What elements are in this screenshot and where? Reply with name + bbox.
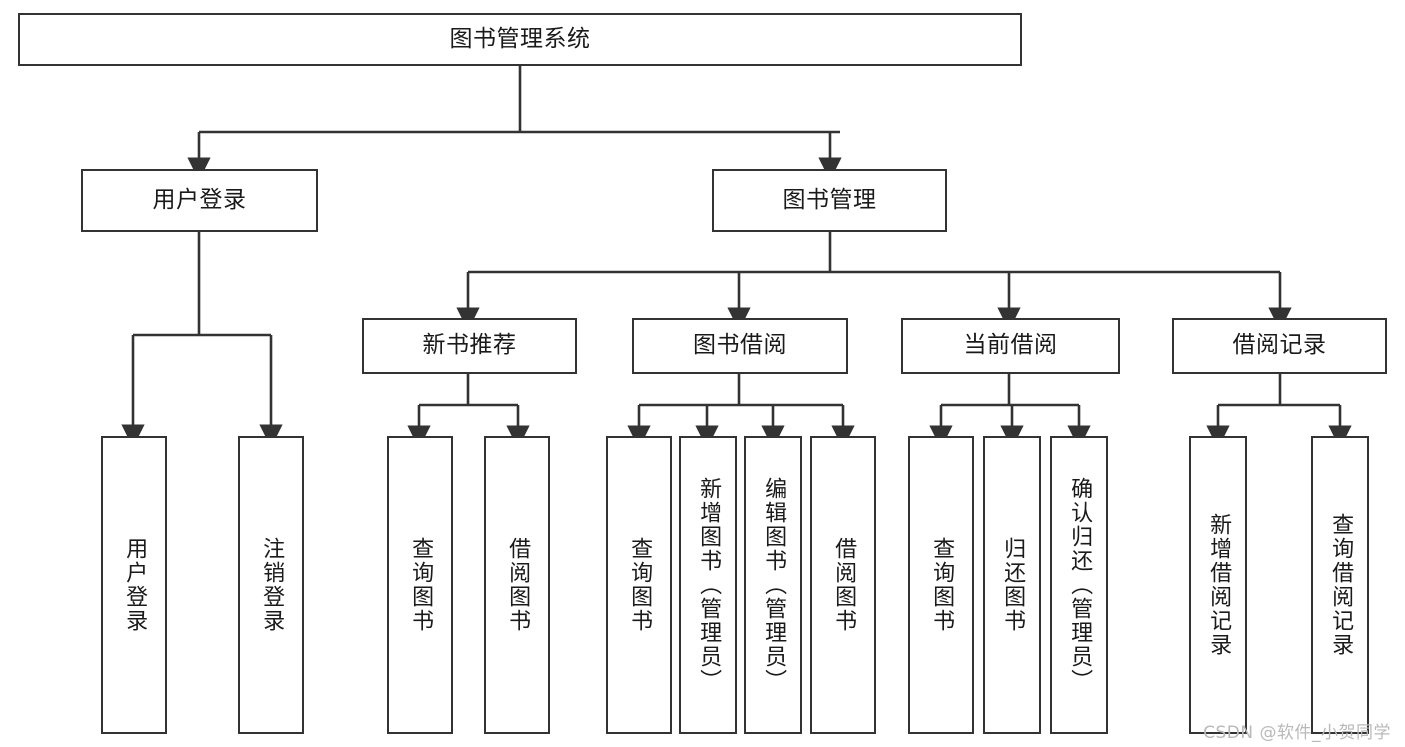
leaf-borrow-book-label: 借阅图书 <box>831 537 857 633</box>
leaf-return-book[interactable]: 归还图书 <box>983 436 1041 734</box>
leaf-logout-label: 注销登录 <box>259 537 285 633</box>
leaf-query-book-borrow[interactable]: 查询图书 <box>606 436 672 734</box>
node-user-login-label: 用户登录 <box>152 186 247 213</box>
node-new-book-recommend[interactable]: 新书推荐 <box>362 318 577 374</box>
node-book-management-label: 图书管理 <box>782 186 877 213</box>
leaf-query-borrow-record-label: 查询借阅记录 <box>1328 513 1354 657</box>
leaf-query-book-recommend[interactable]: 查询图书 <box>387 436 453 734</box>
leaf-query-book-borrow-label: 查询图书 <box>627 537 653 633</box>
leaf-add-book-admin[interactable]: 新增图书（管理员） <box>679 436 737 734</box>
csdn-watermark: CSDN @软件_小贺同学 <box>1203 723 1391 743</box>
node-borrow-record-label: 借阅记录 <box>1232 332 1327 359</box>
node-current-borrow[interactable]: 当前借阅 <box>901 318 1120 374</box>
leaf-borrow-book-recommend-label: 借阅图书 <box>505 537 531 633</box>
node-current-borrow-label: 当前借阅 <box>963 332 1058 359</box>
leaf-confirm-return-admin[interactable]: 确认归还（管理员） <box>1050 436 1108 734</box>
node-book-borrow-label: 图书借阅 <box>693 332 787 359</box>
leaf-query-book-current[interactable]: 查询图书 <box>908 436 974 734</box>
leaf-return-book-label: 归还图书 <box>1000 537 1026 633</box>
leaf-user-login-label: 用户登录 <box>122 537 148 633</box>
leaf-borrow-book-recommend[interactable]: 借阅图书 <box>484 436 550 734</box>
leaf-edit-book-admin[interactable]: 编辑图书（管理员） <box>744 436 802 734</box>
node-book-management[interactable]: 图书管理 <box>712 169 947 232</box>
node-book-borrow[interactable]: 图书借阅 <box>632 318 848 374</box>
leaf-query-book-recommend-label: 查询图书 <box>408 537 434 633</box>
leaf-add-book-admin-label: 新增图书（管理员） <box>696 477 722 693</box>
node-new-book-recommend-label: 新书推荐 <box>422 332 517 359</box>
leaf-user-login[interactable]: 用户登录 <box>101 436 167 734</box>
leaf-add-borrow-record[interactable]: 新增借阅记录 <box>1189 436 1247 734</box>
node-root-label: 图书管理系统 <box>449 25 591 52</box>
node-root[interactable]: 图书管理系统 <box>18 13 1022 66</box>
leaf-confirm-return-admin-label: 确认归还（管理员） <box>1067 477 1093 693</box>
leaf-logout[interactable]: 注销登录 <box>238 436 304 734</box>
node-user-login[interactable]: 用户登录 <box>81 169 318 232</box>
leaf-query-book-current-label: 查询图书 <box>929 537 955 633</box>
leaf-query-borrow-record[interactable]: 查询借阅记录 <box>1311 436 1369 734</box>
node-borrow-record[interactable]: 借阅记录 <box>1172 318 1387 374</box>
leaf-edit-book-admin-label: 编辑图书（管理员） <box>761 477 787 693</box>
leaf-add-borrow-record-label: 新增借阅记录 <box>1206 513 1232 657</box>
leaf-borrow-book[interactable]: 借阅图书 <box>810 436 876 734</box>
